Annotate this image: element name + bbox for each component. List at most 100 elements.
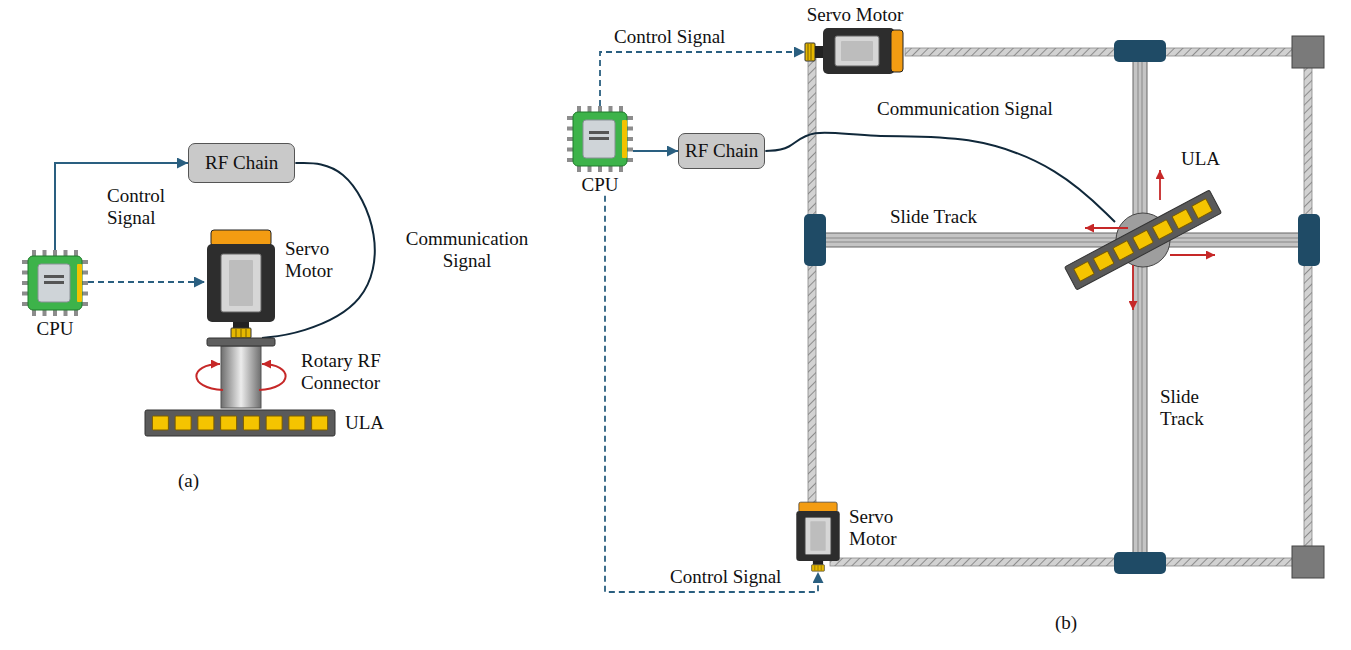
chip-body bbox=[573, 112, 627, 166]
icon bbox=[22, 250, 88, 316]
antenna-element bbox=[1133, 230, 1154, 250]
gear-ridge bbox=[821, 565, 822, 570]
track-rail bbox=[1133, 52, 1147, 562]
antenna-element bbox=[266, 416, 282, 430]
servo-motor: Servo Motor bbox=[205, 228, 343, 338]
motion-arrow bbox=[1085, 227, 1128, 229]
node-label: RF Chain bbox=[205, 152, 278, 174]
servo-icon bbox=[805, 28, 903, 74]
array-body bbox=[145, 410, 335, 436]
signal-label: Communication Signal bbox=[385, 228, 549, 272]
motion-arrow bbox=[1159, 170, 1161, 200]
signal-label: Control Signal bbox=[668, 566, 783, 588]
rotary-connector-icon bbox=[196, 338, 285, 408]
connector-plate bbox=[207, 338, 275, 346]
control-link bbox=[88, 281, 205, 283]
chip-die bbox=[583, 120, 615, 158]
ula-array: ULA bbox=[1115, 212, 1171, 268]
chip-body bbox=[28, 256, 82, 310]
rotation-arrow bbox=[259, 364, 286, 390]
servo-window-inner bbox=[841, 41, 873, 61]
icon bbox=[805, 26, 905, 76]
antenna-element bbox=[1074, 261, 1095, 281]
control-link bbox=[600, 52, 805, 106]
motion-arrow bbox=[1132, 265, 1134, 310]
part-label: Slide Track bbox=[890, 206, 977, 228]
rotary-rf-connector: Rotary RF Connector bbox=[185, 338, 397, 408]
belt bbox=[830, 558, 1295, 566]
icon bbox=[567, 106, 633, 172]
signal-arrow bbox=[55, 163, 188, 250]
part-label: Slide Track bbox=[1160, 386, 1218, 430]
chip-pad bbox=[622, 120, 627, 158]
chip-mark bbox=[44, 275, 64, 278]
servo-window bbox=[805, 517, 831, 554]
servo-window-inner bbox=[810, 521, 825, 550]
servo-body bbox=[207, 244, 275, 322]
motion-arrow bbox=[1170, 254, 1215, 256]
gear-ridge bbox=[246, 329, 247, 337]
chip-die bbox=[38, 264, 70, 302]
signal-label: Control Signal bbox=[612, 26, 727, 48]
antenna-element bbox=[152, 416, 168, 430]
gear-ridge bbox=[236, 329, 237, 337]
antenna-element bbox=[243, 416, 259, 430]
node-label: ULA bbox=[1181, 148, 1220, 170]
signal-label: Control Signal bbox=[105, 185, 183, 229]
gear-ridge bbox=[818, 565, 819, 570]
servo-icon bbox=[207, 230, 275, 338]
slide-track-horizontal bbox=[804, 214, 1320, 266]
servo-window-inner bbox=[229, 260, 253, 306]
servo-cap bbox=[799, 502, 837, 512]
control-link bbox=[605, 196, 818, 592]
gear-ridge bbox=[814, 565, 815, 570]
node-label: ULA bbox=[335, 412, 384, 434]
belt bbox=[1304, 66, 1312, 548]
chip-mark bbox=[44, 281, 64, 284]
node-label: CPU bbox=[582, 174, 619, 196]
panel-label: (b) bbox=[1055, 612, 1077, 634]
pulley-block bbox=[1292, 546, 1324, 578]
antenna-element bbox=[1113, 241, 1134, 261]
ula-icon bbox=[1064, 170, 1221, 310]
servo-window bbox=[221, 254, 261, 312]
track-cap bbox=[804, 214, 826, 266]
antenna-element bbox=[1093, 251, 1114, 271]
servo-shaft bbox=[813, 561, 823, 565]
servo-icon bbox=[796, 502, 839, 571]
track-cap bbox=[1114, 40, 1166, 62]
belt-frame bbox=[808, 36, 1324, 578]
servo-motor: Servo Motor bbox=[805, 4, 905, 76]
node-label: Servo Motor bbox=[277, 228, 343, 282]
icon bbox=[795, 500, 841, 572]
ula-array: ULA bbox=[145, 410, 384, 436]
connector-cylinder bbox=[221, 346, 261, 408]
servo-shaft bbox=[815, 46, 823, 58]
servo-window bbox=[835, 36, 879, 66]
cpu-chip: CPU bbox=[567, 106, 633, 196]
node-label: CPU bbox=[37, 318, 74, 340]
track-rail bbox=[816, 233, 1306, 247]
antenna-element bbox=[289, 416, 305, 430]
node-label: RF Chain bbox=[685, 140, 758, 162]
array-body bbox=[1064, 190, 1221, 290]
gear-ridge bbox=[241, 329, 242, 337]
chip-mark bbox=[589, 137, 609, 140]
cpu-chip-icon bbox=[567, 106, 633, 172]
servo-gear bbox=[812, 565, 825, 571]
rotation-arrow bbox=[196, 364, 223, 390]
gear-ridge bbox=[811, 44, 812, 60]
servo-shaft bbox=[233, 322, 249, 328]
cpu-chip: CPU bbox=[22, 250, 88, 340]
servo-body bbox=[823, 28, 895, 74]
servo-gear bbox=[231, 328, 251, 338]
pulley-block bbox=[1292, 36, 1324, 68]
antenna-element bbox=[1172, 209, 1193, 229]
servo-body bbox=[796, 511, 839, 561]
servo-cap bbox=[891, 30, 903, 72]
node-label: Rotary RF Connector bbox=[297, 338, 397, 394]
node-label: Servo Motor bbox=[841, 500, 907, 550]
track-groove bbox=[818, 242, 1304, 243]
